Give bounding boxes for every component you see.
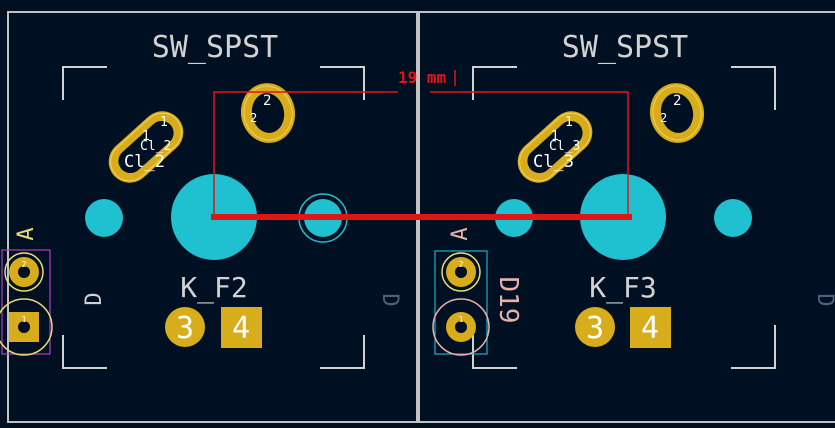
- anode-label: A: [14, 227, 39, 240]
- dimension-lines: [213, 91, 629, 217]
- back-pad-number: 4: [641, 311, 659, 346]
- pad-ref: 2: [250, 111, 257, 125]
- pin-ring: [4, 252, 44, 292]
- pad-number: 1: [565, 115, 573, 130]
- courtyard-corners: [472, 66, 776, 369]
- drill-hole: [18, 321, 30, 333]
- diode-ref: D19: [493, 277, 523, 324]
- pad-ref: Cl_3: [549, 139, 580, 154]
- key-label: K_F2: [180, 271, 247, 305]
- diode-footprint-right[interactable]: A D19 2 1: [432, 227, 523, 356]
- anode-label: A: [448, 227, 473, 240]
- pin-number: 2: [22, 260, 27, 269]
- pin-ring: [441, 252, 481, 292]
- back-pad-number: 4: [232, 311, 250, 346]
- switch-footprint-left[interactable]: SW_SPST 1 1 Cl_2 Cl_2 2 2 K_F2 3 4 D D: [62, 30, 402, 369]
- pin-number: 1: [22, 315, 27, 324]
- back-pad-round[interactable]: [165, 307, 205, 347]
- switch-title: SW_SPST: [152, 30, 278, 65]
- oval-pad-1[interactable]: [100, 103, 192, 192]
- round-pad-2[interactable]: [645, 79, 709, 147]
- measurement-tool[interactable]: 19 mm: [211, 68, 632, 220]
- back-pad-number: 3: [586, 311, 604, 346]
- pin-number: 1: [459, 315, 464, 324]
- npth-hole-left: [85, 199, 123, 237]
- pad-number: 2: [673, 93, 681, 109]
- pin-number: 2: [459, 260, 464, 269]
- back-pad-number: 3: [176, 311, 194, 346]
- side-letter-fab: D: [812, 293, 835, 306]
- switch-title: SW_SPST: [562, 30, 688, 65]
- switch-footprint-right[interactable]: SW_SPST 1 1 Cl_3 Cl_3 2 2 K_F3 3 4 D: [472, 30, 835, 369]
- pad-ref-large: Cl_3: [533, 152, 574, 172]
- diode-courtyard: [434, 250, 488, 355]
- pin-ring: [432, 298, 490, 356]
- npth-hole-right: [714, 199, 752, 237]
- drill-hole: [18, 266, 30, 278]
- drill-hole: [455, 266, 467, 278]
- drill-hole: [455, 321, 467, 333]
- pin-ring: [0, 298, 53, 356]
- oval-pad-1[interactable]: [509, 103, 601, 192]
- back-pad-square[interactable]: [221, 307, 262, 348]
- side-letter-fab: D: [377, 293, 402, 306]
- side-letter: D: [82, 292, 107, 305]
- diode-courtyard: [1, 249, 51, 355]
- back-pad-square[interactable]: [630, 307, 671, 348]
- diode-footprint-left[interactable]: A 2 1: [0, 227, 53, 356]
- pad-number-inner: 1: [142, 129, 150, 144]
- courtyard-corners: [62, 66, 365, 369]
- pad-ref: 2: [660, 111, 667, 125]
- key-label: K_F3: [589, 271, 656, 305]
- back-pad-round[interactable]: [575, 307, 615, 347]
- pad-ref-large: Cl_2: [124, 152, 165, 172]
- pad-number: 1: [160, 115, 168, 130]
- pad-number-inner: 1: [551, 129, 559, 144]
- round-pad-2[interactable]: [236, 79, 300, 147]
- pad-ref: Cl_2: [140, 139, 171, 154]
- measure-label: 19 mm: [398, 68, 447, 87]
- pad-number: 2: [263, 93, 271, 109]
